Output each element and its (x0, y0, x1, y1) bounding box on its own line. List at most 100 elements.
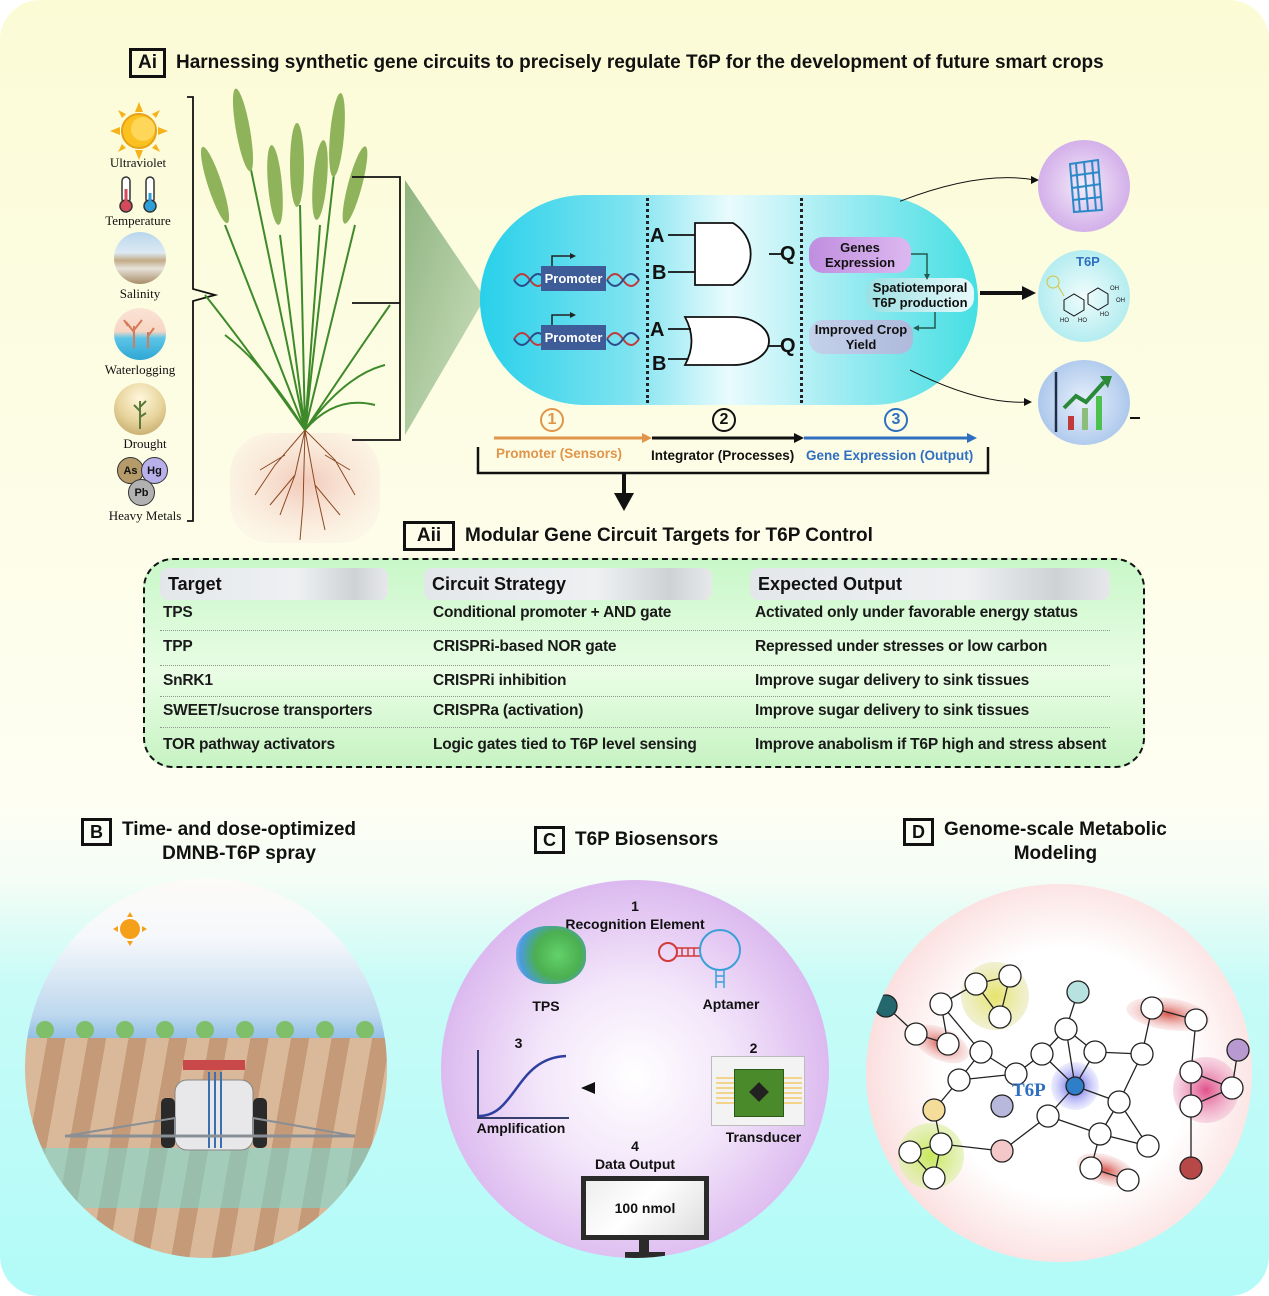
stress-bracket (187, 96, 219, 522)
spray-field-illustration (25, 878, 387, 1258)
panel-c-title-text: T6P Biosensors (575, 829, 719, 850)
metal-pb: Pb (128, 479, 155, 506)
step-3-number: 3 (514, 1035, 523, 1051)
transducer-chip-icon (711, 1056, 805, 1126)
svg-text:OH: OH (1116, 298, 1125, 304)
flow-genes-expression: Genes Expression (809, 237, 911, 273)
step-3-badge: 3 (884, 408, 908, 432)
metal-hg: Hg (141, 457, 168, 484)
panel-d-title-line2: Modeling (1013, 843, 1098, 864)
network-node (1054, 1017, 1078, 1041)
flow-spatiotemporal-t6p: Spatiotemporal T6P production (866, 278, 974, 312)
table-cell-strategy: Logic gates tied to T6P level sensing (433, 736, 697, 753)
plant-bracket (352, 176, 401, 441)
zoom-wedge (405, 180, 485, 435)
table-cell-target: SWEET/sucrose transporters (163, 702, 373, 719)
step-2-badge: 2 (712, 408, 736, 432)
network-node (947, 1068, 971, 1092)
arrow-left-icon (913, 325, 919, 331)
network-node (969, 1040, 993, 1064)
data-output-label: Data Output (594, 1156, 676, 1172)
aptamer-label: Aptamer (702, 996, 760, 1012)
dead-tree-icon (123, 319, 155, 348)
arrow-left-icon (581, 1082, 685, 1094)
logic-gates (668, 222, 781, 366)
network-node (1140, 996, 1164, 1020)
panel-b-title: B Time- and dose-optimized DMNB-T6P spra… (81, 818, 356, 866)
stress-label-ultraviolet: Ultraviolet (109, 155, 167, 170)
table-cell-output: Improve anabolism if T6P high and stress… (755, 736, 1107, 753)
salinity-landscape-icon (114, 232, 166, 284)
step-1-badge: 1 (540, 408, 564, 432)
table-cell-strategy: CRISPRi inhibition (433, 672, 567, 689)
gate2-output-q: Q (780, 335, 796, 357)
network-node (922, 1166, 946, 1190)
wheat-ears (200, 88, 368, 225)
network-node (1088, 1122, 1112, 1146)
panel-ai-title: Ai Harnessing synthetic gene circuits to… (129, 48, 1104, 78)
network-node (1220, 1076, 1244, 1100)
svg-text:OH: OH (1110, 286, 1119, 292)
panel-c-title: C T6P Biosensors (534, 826, 718, 854)
t6p-molecule-label: T6P (1076, 254, 1100, 269)
sun-icon (113, 912, 147, 946)
tractor-sprayer-icon (65, 1060, 355, 1151)
network-node (990, 1094, 1014, 1118)
protein-barrel-icon (1068, 158, 1104, 214)
gate2-input-b: B (652, 353, 667, 375)
table-header-circuit-strategy: Circuit Strategy (424, 568, 712, 600)
table-cell-output: Improve sugar delivery to sink tissues (755, 702, 1030, 719)
network-node (1179, 1060, 1203, 1084)
network-node (1130, 1042, 1154, 1066)
gate2-input-a: A (650, 319, 665, 341)
panel-c-label: C (534, 826, 565, 854)
step-1-number: 1 (631, 898, 639, 914)
tree-line (25, 1018, 387, 1048)
table-cell-target: TPS (163, 604, 193, 621)
network-node (936, 1032, 960, 1056)
amplification-curve-icon (477, 1050, 569, 1119)
steps-bracket (476, 447, 990, 511)
table-cell-target: TOR pathway activators (163, 736, 335, 753)
table-cell-output: Improve sugar delivery to sink tissues (755, 672, 1030, 689)
drought-icon (114, 383, 166, 435)
step-1-label: Promoter (Sensors) (496, 446, 623, 461)
gate1-output-q: Q (780, 243, 796, 265)
sun-icon (110, 102, 168, 160)
soil-ball (230, 433, 380, 543)
network-node (990, 1139, 1014, 1163)
network-node (1004, 1062, 1028, 1086)
panel-d-title-line1: Genome-scale Metabolic (944, 819, 1167, 840)
sky (25, 878, 387, 1049)
network-node (1079, 1156, 1103, 1180)
network-node (1030, 1042, 1054, 1066)
table-row-divider (160, 727, 1110, 728)
panel-ai-title-text: Harnessing synthetic gene circuits to pr… (176, 52, 1104, 73)
arrow-icon (570, 253, 576, 259)
monitor-stand (639, 1240, 649, 1254)
step-2-number: 2 (749, 1040, 758, 1056)
waterlogging-icon (114, 308, 166, 360)
network-node (988, 1005, 1012, 1029)
panel-ai-label: Ai (129, 48, 166, 78)
roots (254, 429, 356, 541)
promoter-box-2: Promoter (541, 325, 606, 350)
table-row-divider (160, 696, 1110, 697)
arrow-icon (570, 312, 576, 318)
step-4-number: 4 (631, 1138, 639, 1154)
tps-protein-icon (516, 926, 586, 984)
gfp-protein-circle (1038, 140, 1130, 232)
table-cell-target: SnRK1 (163, 672, 213, 689)
network-node (1116, 1168, 1140, 1192)
panel-aii-title: Aii Modular Gene Circuit Targets for T6P… (403, 521, 873, 551)
biosensor-circle: 1 Recognition Element TPS Aptamer 3 Ampl… (441, 880, 829, 1258)
sprout-icon (133, 400, 147, 429)
network-node (929, 1132, 953, 1156)
svg-text:HO: HO (1100, 312, 1109, 318)
metabolic-network-circle: T6P (866, 884, 1252, 1262)
growth-chart-icon (1054, 372, 1112, 432)
step-arrows (494, 433, 977, 443)
panel-aii-label: Aii (403, 521, 455, 551)
stress-label-heavy-metals: Heavy Metals (108, 508, 182, 523)
